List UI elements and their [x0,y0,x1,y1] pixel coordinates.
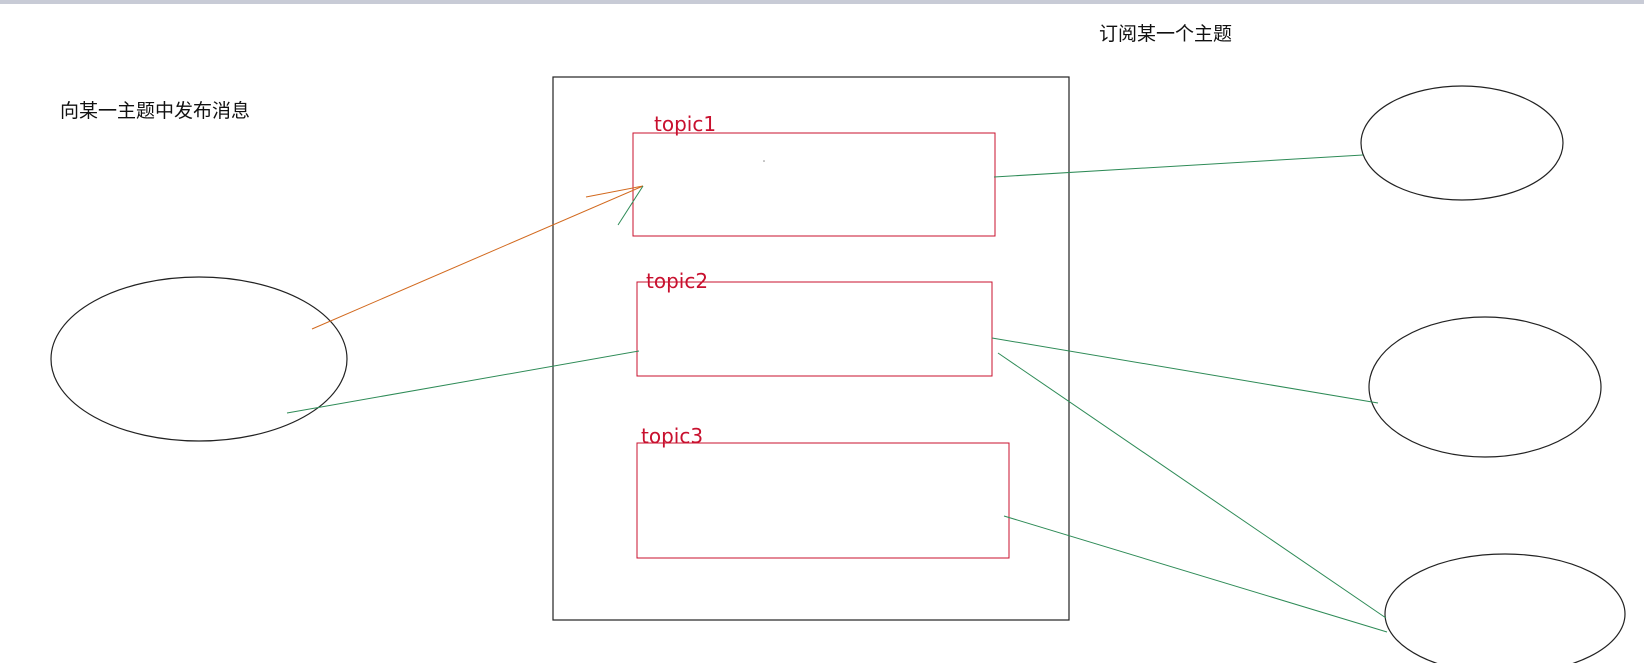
subscriber-ellipse-2 [1368,316,1602,458]
topic1-to-subscriber1-line [993,154,1364,178]
topic1-label: topic1 [654,112,717,136]
window-top-border [0,0,1644,4]
stray-dot [763,160,765,162]
subscriber-ellipse-3 [1384,553,1626,663]
topic2-label: topic2 [646,269,709,293]
publish-label: 向某一主题中发布消息 [60,100,251,122]
topic3-label: topic3 [641,424,704,448]
publisher-to-topic2-line [286,350,640,414]
topic1-box [632,132,996,237]
topic2-box [636,281,993,377]
topic2-to-subscriber2-line [991,337,1379,404]
subscribe-label: 订阅某一个主题 [1099,23,1233,45]
publish-arrow-head-upper [585,185,644,198]
topic3-to-subscriber3-line [1003,515,1388,633]
broker-box [552,76,1070,621]
publish-arrow-line [311,185,644,330]
subscriber-ellipse-1 [1360,85,1564,201]
publisher-ellipse [50,276,348,442]
topic2-to-subscriber3-line [997,352,1387,619]
topic3-box [636,442,1010,559]
publish-arrow-head-lower [617,185,644,226]
